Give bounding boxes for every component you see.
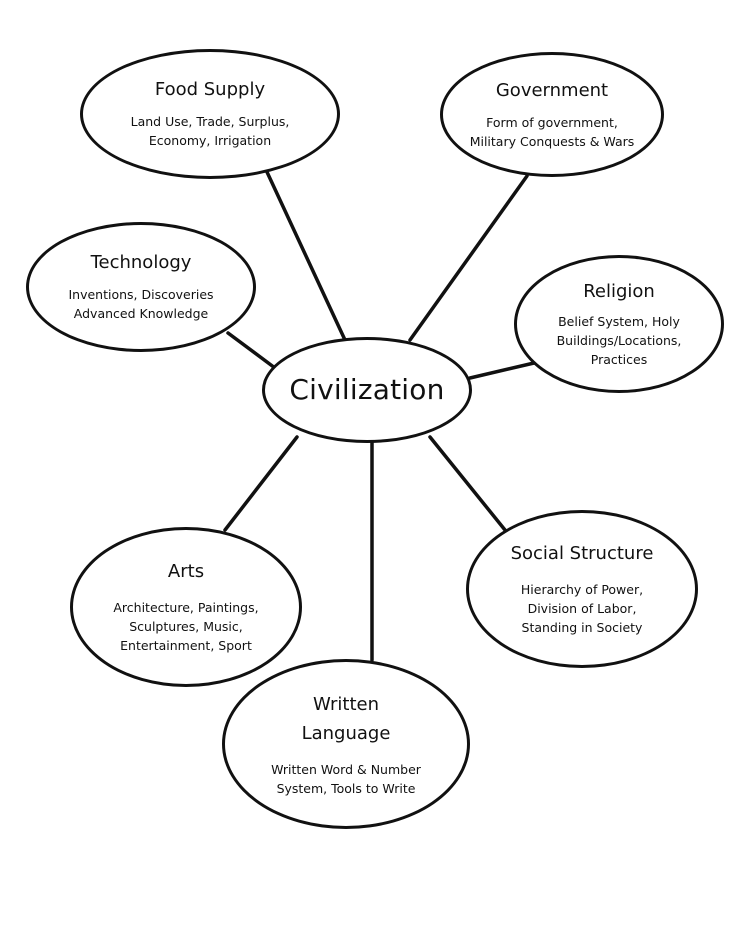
- connector-religion: [468, 361, 536, 380]
- civilization-label: Civilization: [289, 373, 445, 406]
- title-social-structure: Social Structure: [510, 542, 654, 564]
- title-arts: Arts: [167, 560, 205, 582]
- detail-social-structure: Hierarchy of Power, Division of Labor, S…: [520, 581, 644, 635]
- connector-arts: [223, 435, 299, 532]
- title-religion: Religion: [583, 280, 655, 302]
- detail-government: Form of government, Military Conquests &…: [469, 114, 635, 149]
- detail-food-supply: Land Use, Trade, Surplus, Economy, Irrig…: [130, 114, 290, 148]
- bubble-technology: Technology Inventions, Discoveries Advan…: [26, 222, 256, 352]
- connector-technology: [226, 331, 277, 370]
- title-food-supply: Food Supply: [154, 79, 266, 100]
- title-technology: Technology: [90, 252, 192, 273]
- connector-government: [408, 174, 529, 342]
- bubble-social-structure: Social Structure Hierarchy of Power, Div…: [466, 510, 698, 668]
- detail-religion: Belief System, Holy Buildings/Locations,…: [556, 313, 682, 367]
- bubble-civilization-center: Civilization: [262, 337, 472, 443]
- detail-technology: Inventions, Discoveries Advanced Knowled…: [68, 287, 214, 321]
- connector-food-supply: [265, 170, 347, 342]
- detail-written-language: Written Word & Number System, Tools to W…: [271, 762, 421, 796]
- bubble-government: Government Form of government, Military …: [440, 52, 664, 177]
- bubble-religion: Religion Belief System, Holy Buildings/L…: [514, 255, 724, 393]
- bubble-food-supply: Food Supply Land Use, Trade, Surplus, Ec…: [80, 49, 340, 179]
- detail-arts: Architecture, Paintings, Sculptures, Mus…: [113, 599, 259, 653]
- title-written-language: Written Language: [301, 694, 391, 744]
- title-government: Government: [495, 79, 609, 101]
- bubble-written-language: Written Language Written Word & Number S…: [222, 659, 470, 829]
- bubble-arts: Arts Architecture, Paintings, Sculptures…: [70, 527, 302, 687]
- connector-social-structure: [428, 435, 507, 532]
